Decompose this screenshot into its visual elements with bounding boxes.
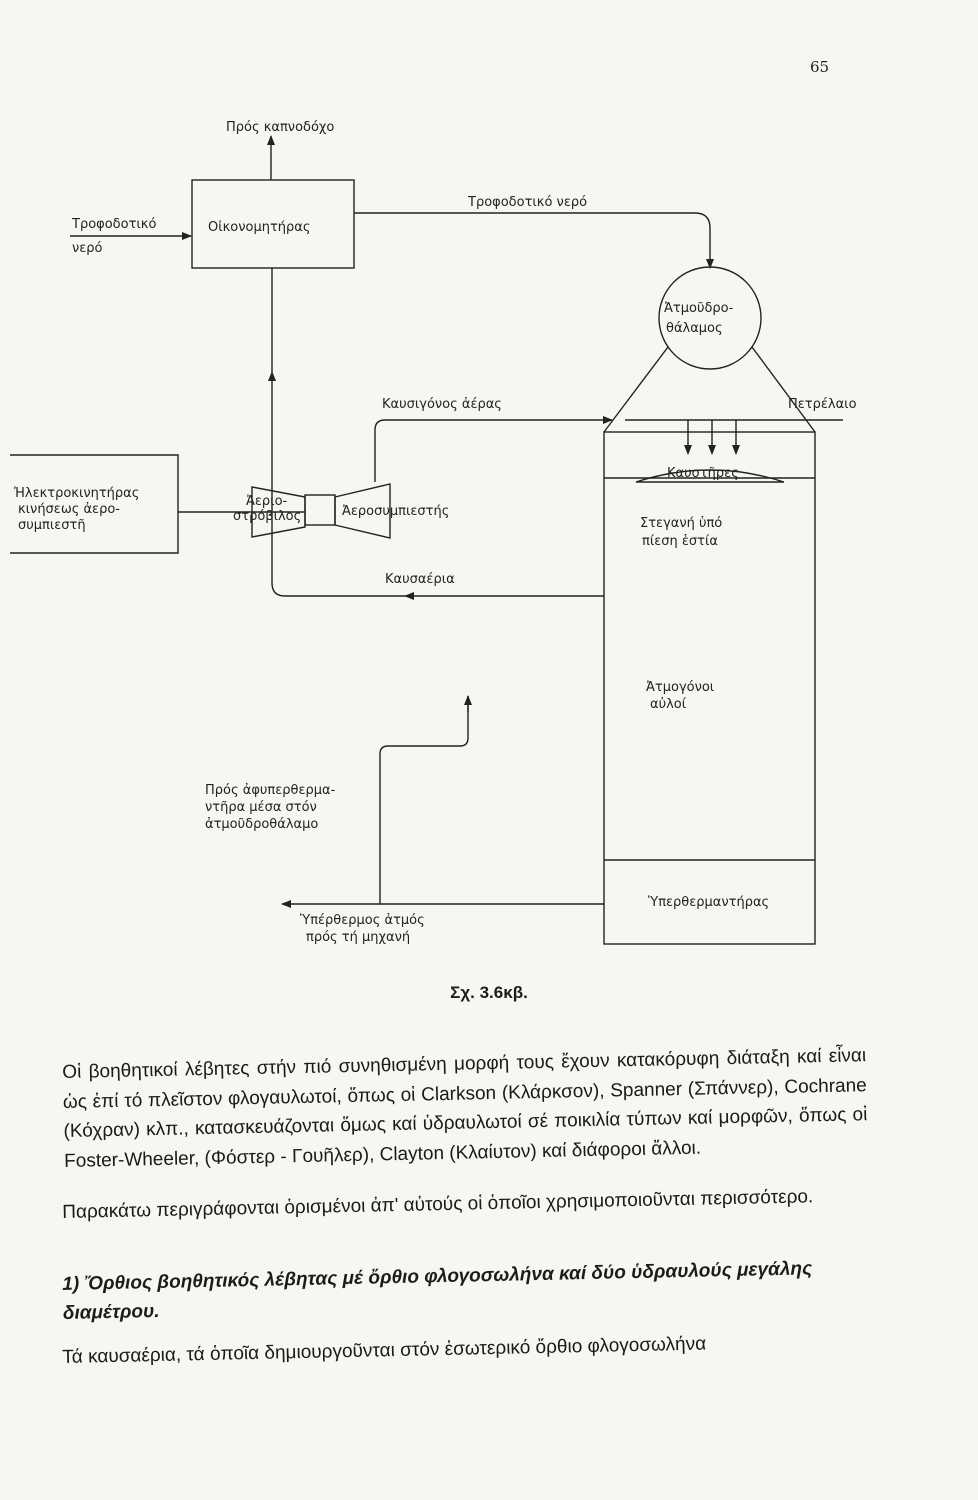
page-number: 65 (810, 58, 830, 76)
feedwater-label: Τροφοδοτικό νερό (467, 195, 587, 210)
paragraph-1: Οἱ βοηθητικοί λέβητες στήν πιό συνηθισμέ… (62, 1045, 868, 1172)
desuperheater-label-3: ἀτμοῦδροθάλαμο (205, 817, 318, 832)
steam-drum-label-2: θάλαμος (666, 321, 723, 336)
superheater-label: Ὑπερθερμαντήρας (648, 895, 769, 910)
steam-drum-label-1: Ἀτμοῦδρο- (664, 301, 734, 316)
desuperheater-line (379, 696, 604, 905)
desuperheater-label-1: Πρός ἀφυπερθερμα- (205, 783, 336, 798)
figure-caption: Σχ. 3.6κβ. (450, 983, 528, 1002)
coupling-box (304, 494, 336, 526)
generating-tubes-label-1: Ἀτμογόνοι (646, 680, 714, 695)
superheated-steam-label-1: Ὑπέρθερμος ἀτμός (300, 913, 425, 928)
motor-label-2: κινήσεως ἀερο- (18, 502, 120, 517)
burners-label: Καυστῆρες (667, 466, 739, 481)
gas-turbine-label-1: Ἀεριο- (246, 494, 288, 509)
section-heading: 1) Ὄρθιος βοηθητικός λέβητας μέ ὄρθιο φλ… (62, 1258, 813, 1324)
gas-turbine-shape (251, 486, 306, 538)
furnace-label-2: πίεση ἑστία (642, 534, 718, 549)
paragraph-2: Παρακάτω περιγράφονται ὁρισμένοι ἀπ' αὐτ… (62, 1186, 814, 1223)
fuel-oil-label: Πετρέλαιο (788, 397, 857, 412)
generating-tubes-label-2: αὐλοί (650, 697, 687, 712)
air-compressor-label: Ἀεροσυμπιεστής (342, 504, 449, 519)
flue-gas-label: Καυσαέρια (385, 572, 455, 587)
superheated-steam-label-2: πρός τή μηχανή (306, 930, 410, 945)
paragraph-3: Τά καυσαέρια, τά ὁποῖα δημιουργοῦνται στ… (62, 1333, 707, 1368)
furnace-label-1: Στεγανή ὑπό (640, 516, 722, 531)
motor-box (10, 454, 179, 554)
feedwater-line (354, 212, 714, 269)
burners-dome (635, 469, 785, 483)
combustion-air-line (374, 416, 613, 482)
boiler-shell (603, 431, 816, 945)
economizer-box (191, 179, 355, 269)
boiler-schematic-diagram: Πρός καπνοδόχο Τροφοδοτικό νερό Οἰκονομη… (10, 120, 857, 945)
combustion-air-label: Καυσιγόνος ἀέρας (382, 397, 502, 412)
desuperheater-label-2: ντῆρα μέσα στόν (205, 800, 317, 815)
air-compressor-shape (334, 483, 391, 539)
steam-drum (658, 266, 762, 370)
feedwater-in-label-1: Τροφοδοτικό (71, 217, 156, 232)
flue-gas-line (271, 500, 604, 597)
chimney-label: Πρός καπνοδόχο (226, 120, 334, 135)
economizer-label: Οἰκονομητήρας (208, 220, 311, 235)
motor-label-3: συμπιεστῆ (18, 518, 86, 533)
feedwater-in-label-2: νερό (72, 241, 103, 256)
motor-label-1: Ἠλεκτροκινητήρας (14, 486, 139, 501)
gas-turbine-label-2: στρόβιλος (233, 509, 301, 524)
